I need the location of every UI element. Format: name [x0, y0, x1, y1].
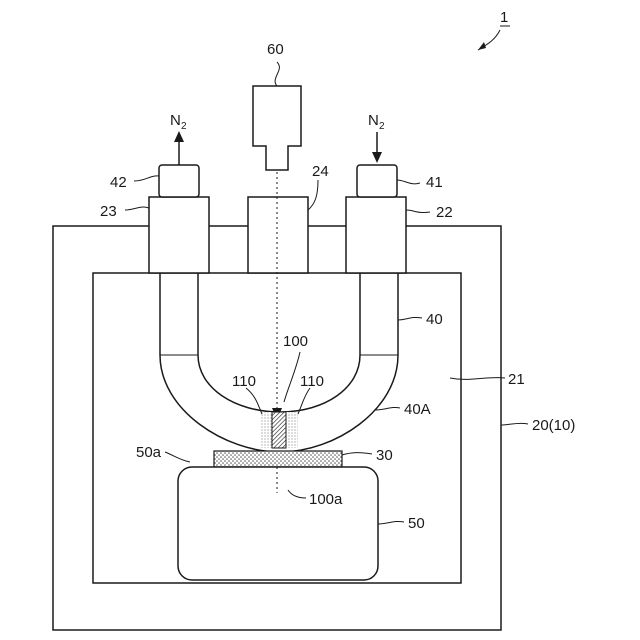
label-21: 21 [508, 371, 525, 388]
block-22 [346, 197, 406, 273]
port-41 [357, 165, 397, 197]
label-42: 42 [110, 174, 127, 191]
svg-text:2: 2 [379, 121, 385, 132]
label-40a: 40A [404, 401, 431, 418]
svg-text:N: N [170, 112, 181, 129]
spot-110-right [286, 412, 298, 448]
svg-text:2: 2 [181, 121, 187, 132]
label-41: 41 [426, 174, 443, 191]
label-40: 40 [426, 311, 443, 328]
label-110-right: 110 [300, 373, 324, 390]
spot-110-left [260, 412, 272, 448]
svg-text:N: N [368, 112, 379, 129]
label-60: 60 [267, 41, 284, 58]
outlet-gas-label: N 2 [170, 112, 187, 132]
label-50a: 50a [136, 444, 162, 461]
stage-50 [178, 467, 378, 580]
label-22: 22 [436, 204, 453, 221]
nozzle-60 [253, 86, 301, 170]
sample-30 [214, 451, 342, 467]
block-23 [149, 197, 209, 273]
label-110-left: 110 [232, 373, 256, 390]
label-20-10: 20(10) [532, 417, 575, 434]
label-30: 30 [376, 447, 393, 464]
label-24: 24 [312, 163, 329, 180]
beam-100 [272, 412, 286, 448]
label-100: 100 [283, 333, 308, 350]
label-23: 23 [100, 203, 117, 220]
window-24 [248, 197, 308, 273]
inlet-gas-label: N 2 [368, 112, 385, 132]
label-100a: 100a [309, 491, 343, 508]
figure-number: 1 [500, 9, 508, 26]
label-50: 50 [408, 515, 425, 532]
port-42 [159, 165, 199, 197]
figure-reference: 1 [478, 9, 510, 50]
